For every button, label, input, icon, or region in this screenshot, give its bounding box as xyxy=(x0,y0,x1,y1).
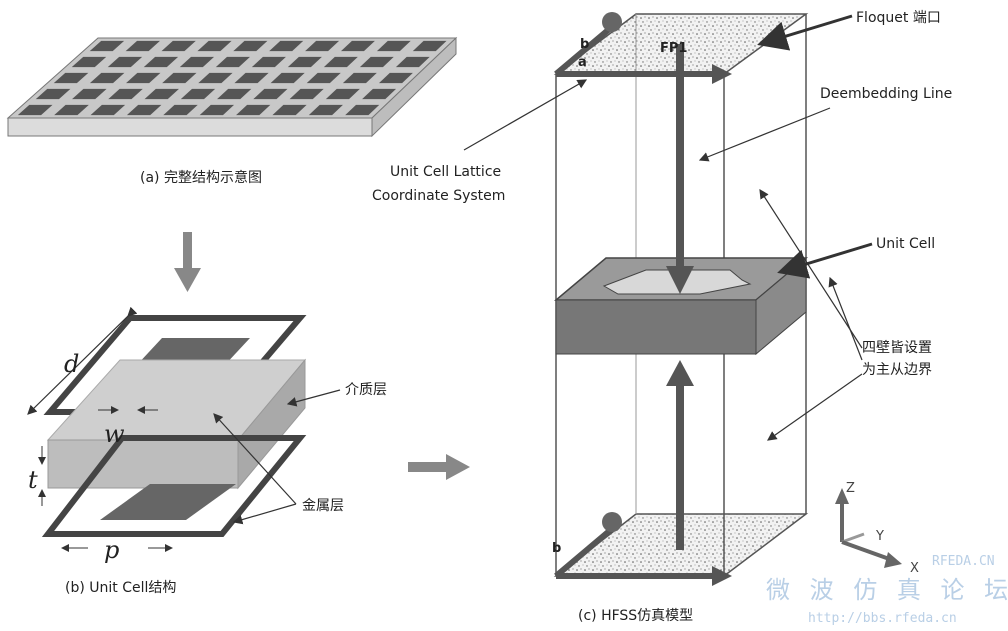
array-cell xyxy=(53,72,89,84)
array-cell xyxy=(89,72,125,84)
bottom-metal-frame xyxy=(41,435,307,537)
array-cell xyxy=(233,40,268,52)
array-cell xyxy=(71,56,107,68)
array-cell xyxy=(340,40,375,52)
axis-z-label: Z xyxy=(846,481,855,496)
array-cell xyxy=(125,40,160,52)
dim-d-label: d xyxy=(64,350,79,378)
lattice-a-top: a xyxy=(578,55,587,70)
boundary-label-line1: 四壁皆设置 xyxy=(862,340,932,356)
axis-y-label: Y xyxy=(875,529,884,544)
unit-cell-front xyxy=(555,299,757,355)
array-cell xyxy=(287,56,322,68)
deembed-line-bottom xyxy=(676,380,684,550)
array-cell xyxy=(289,88,324,100)
array-cell xyxy=(161,40,196,52)
dielectric-front xyxy=(47,439,239,489)
array-cell xyxy=(378,72,413,84)
array-cell xyxy=(269,40,304,52)
array-cell xyxy=(126,72,161,84)
dim-w-label: w xyxy=(104,420,125,448)
array-cell xyxy=(199,104,235,116)
deembed-line-top xyxy=(676,44,684,274)
array-cell xyxy=(325,88,360,100)
array-cell xyxy=(54,104,89,116)
array-cell xyxy=(362,88,397,100)
array-cell xyxy=(72,88,107,100)
dielectric-side xyxy=(237,358,306,490)
array-cell xyxy=(162,72,197,84)
array-cell xyxy=(342,72,377,84)
array-cell xyxy=(306,72,341,84)
array-cell xyxy=(236,104,271,116)
lattice-label-line1: Unit Cell Lattice xyxy=(390,164,501,180)
fp1-label: FP1 xyxy=(660,41,687,56)
array-cell xyxy=(180,88,216,100)
floquet-port-label: Floquet 端口 xyxy=(856,10,941,26)
array-cell xyxy=(198,72,233,84)
array-cell xyxy=(376,40,411,52)
lattice-b-top: b xyxy=(580,37,589,52)
array-cell xyxy=(412,40,447,52)
lattice-label-line2: Coordinate System xyxy=(372,188,505,204)
array-cell xyxy=(89,40,125,52)
array-cell xyxy=(107,56,143,68)
arrow-b-to-c xyxy=(408,454,470,480)
array-cell xyxy=(163,104,198,116)
watermark-forum: 微 波 仿 真 论 坛 xyxy=(766,576,1008,604)
boundary-label-line2: 为主从边界 xyxy=(862,362,932,378)
array-cell xyxy=(251,56,286,68)
array-cell xyxy=(270,72,305,84)
array-cell xyxy=(395,56,430,68)
dim-t-label: t xyxy=(28,466,38,494)
array-cell xyxy=(253,88,288,100)
axis-x-label: X xyxy=(910,561,919,576)
panel-a-caption: (a) 完整结构示意图 xyxy=(140,169,262,186)
bottom-metal-patch xyxy=(100,484,236,520)
array-cell xyxy=(305,40,340,52)
watermark-site: RFEDA.CN xyxy=(932,554,995,569)
deembedding-label: Deembedding Line xyxy=(820,86,952,102)
array-cell xyxy=(215,56,250,68)
array-cell xyxy=(234,72,269,84)
array-cell xyxy=(35,88,71,100)
array-cell xyxy=(197,40,232,52)
array-cell xyxy=(126,104,162,116)
watermark-url: http://bbs.rfeda.cn xyxy=(808,611,957,626)
array-cell xyxy=(90,104,126,116)
array-cell xyxy=(359,56,394,68)
panel-c-hfss-model xyxy=(463,12,902,586)
panel-b-caption: (b) Unit Cell结构 xyxy=(65,580,176,596)
array-cell xyxy=(345,104,380,116)
dim-p-label: p xyxy=(104,536,119,564)
array-cell xyxy=(272,104,307,116)
array-cell xyxy=(323,56,358,68)
array-cell xyxy=(144,88,179,100)
panel-c-caption: (c) HFSS仿真模型 xyxy=(578,608,693,624)
array-cell xyxy=(179,56,215,68)
metal-label: 金属层 xyxy=(302,498,344,514)
array-cells xyxy=(17,40,447,116)
array-cell xyxy=(308,104,343,116)
panel-a-array xyxy=(6,36,458,138)
arrow-a-to-b xyxy=(174,232,201,292)
dielectric-label: 介质层 xyxy=(345,382,387,398)
array-cell xyxy=(143,56,179,68)
array-cell xyxy=(17,104,53,116)
array-cell xyxy=(217,88,252,100)
array-cell xyxy=(108,88,143,100)
panel-b-unit-cell xyxy=(27,306,341,552)
lattice-b-bottom: b xyxy=(552,541,561,556)
unit-cell-label: Unit Cell xyxy=(876,236,935,252)
